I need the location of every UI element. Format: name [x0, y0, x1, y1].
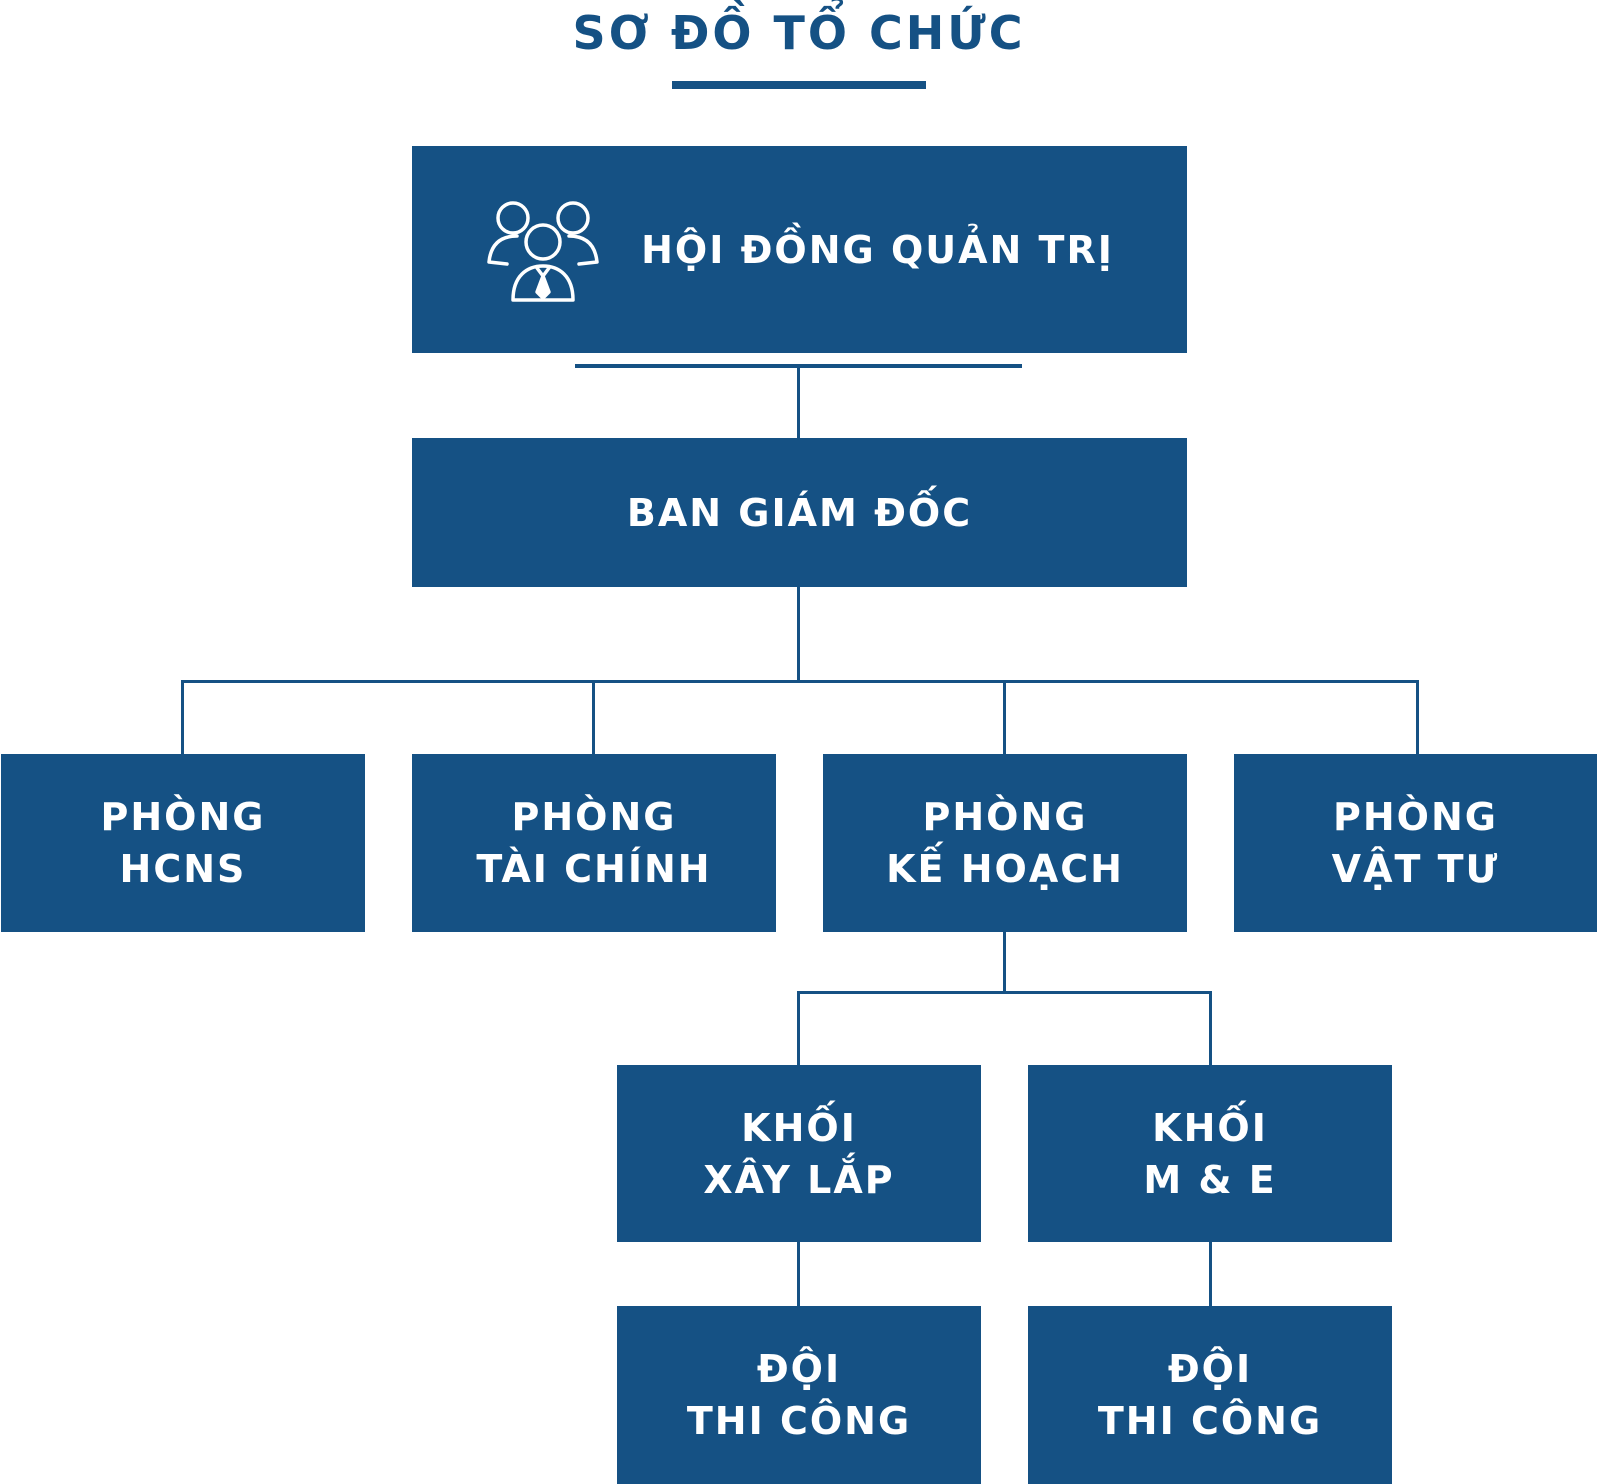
page-title: SƠ ĐỒ TỔ CHỨC	[572, 6, 1026, 60]
department-label-line1: PHÒNG	[922, 795, 1088, 839]
block-box-construction: KHỐI XÂY LẮP	[617, 1065, 981, 1242]
department-label-line1: PHÒNG	[100, 795, 266, 839]
department-label-line1: PHÒNG	[511, 795, 677, 839]
connector-team-2	[1209, 1242, 1212, 1306]
department-box-supplies: PHÒNG VẬT TƯ	[1234, 754, 1597, 932]
connector-dept-4	[1416, 680, 1419, 754]
block-label-line2: M & E	[1143, 1157, 1277, 1202]
block-label-line1: KHỐI	[1152, 1105, 1268, 1150]
department-label-line2: HCNS	[119, 847, 247, 891]
connector-block-2	[1209, 991, 1212, 1065]
department-label-line2: TÀI CHÍNH	[476, 847, 712, 891]
block-label-line1: KHỐI	[741, 1105, 857, 1150]
team-label-line2: THI CÔNG	[1097, 1399, 1323, 1443]
title-underline	[672, 81, 926, 89]
connector-blocks-horizontal	[797, 991, 1212, 994]
team-label-line1: ĐỘI	[1167, 1347, 1253, 1391]
connector-dept-2	[592, 680, 595, 754]
directors-label: BAN GIÁM ĐỐC	[626, 490, 973, 535]
connector-directors-down	[797, 587, 800, 682]
team-label-line2: THI CÔNG	[686, 1399, 912, 1443]
connector-dept-1	[181, 680, 184, 754]
directors-box: BAN GIÁM ĐỐC	[412, 438, 1187, 587]
team-label-line1: ĐỘI	[756, 1347, 842, 1391]
department-box-hcns: PHÒNG HCNS	[1, 754, 365, 932]
department-label-line2: KẾ HOẠCH	[886, 847, 1124, 891]
board-label: HỘI ĐỒNG QUẢN TRỊ	[641, 227, 1114, 272]
connector-departments-horizontal	[181, 680, 1419, 683]
team-box-me: ĐỘI THI CÔNG	[1028, 1306, 1392, 1484]
connector-board-directors	[797, 366, 800, 438]
department-box-finance: PHÒNG TÀI CHÍNH	[412, 754, 776, 932]
team-box-construction: ĐỘI THI CÔNG	[617, 1306, 981, 1484]
department-box-planning: PHÒNG KẾ HOẠCH	[823, 754, 1187, 932]
connector-team-1	[797, 1242, 800, 1306]
block-label-line2: XÂY LẮP	[703, 1157, 895, 1202]
people-group-icon	[487, 200, 599, 302]
block-box-me: KHỐI M & E	[1028, 1065, 1392, 1242]
connector-dept-3	[1003, 680, 1006, 754]
board-box: HỘI ĐỒNG QUẢN TRỊ	[412, 146, 1187, 353]
department-label-line1: PHÒNG	[1333, 795, 1498, 839]
department-label-line2: VẬT TƯ	[1331, 847, 1500, 891]
connector-planning-down	[1003, 932, 1006, 993]
connector-block-1	[797, 991, 800, 1065]
